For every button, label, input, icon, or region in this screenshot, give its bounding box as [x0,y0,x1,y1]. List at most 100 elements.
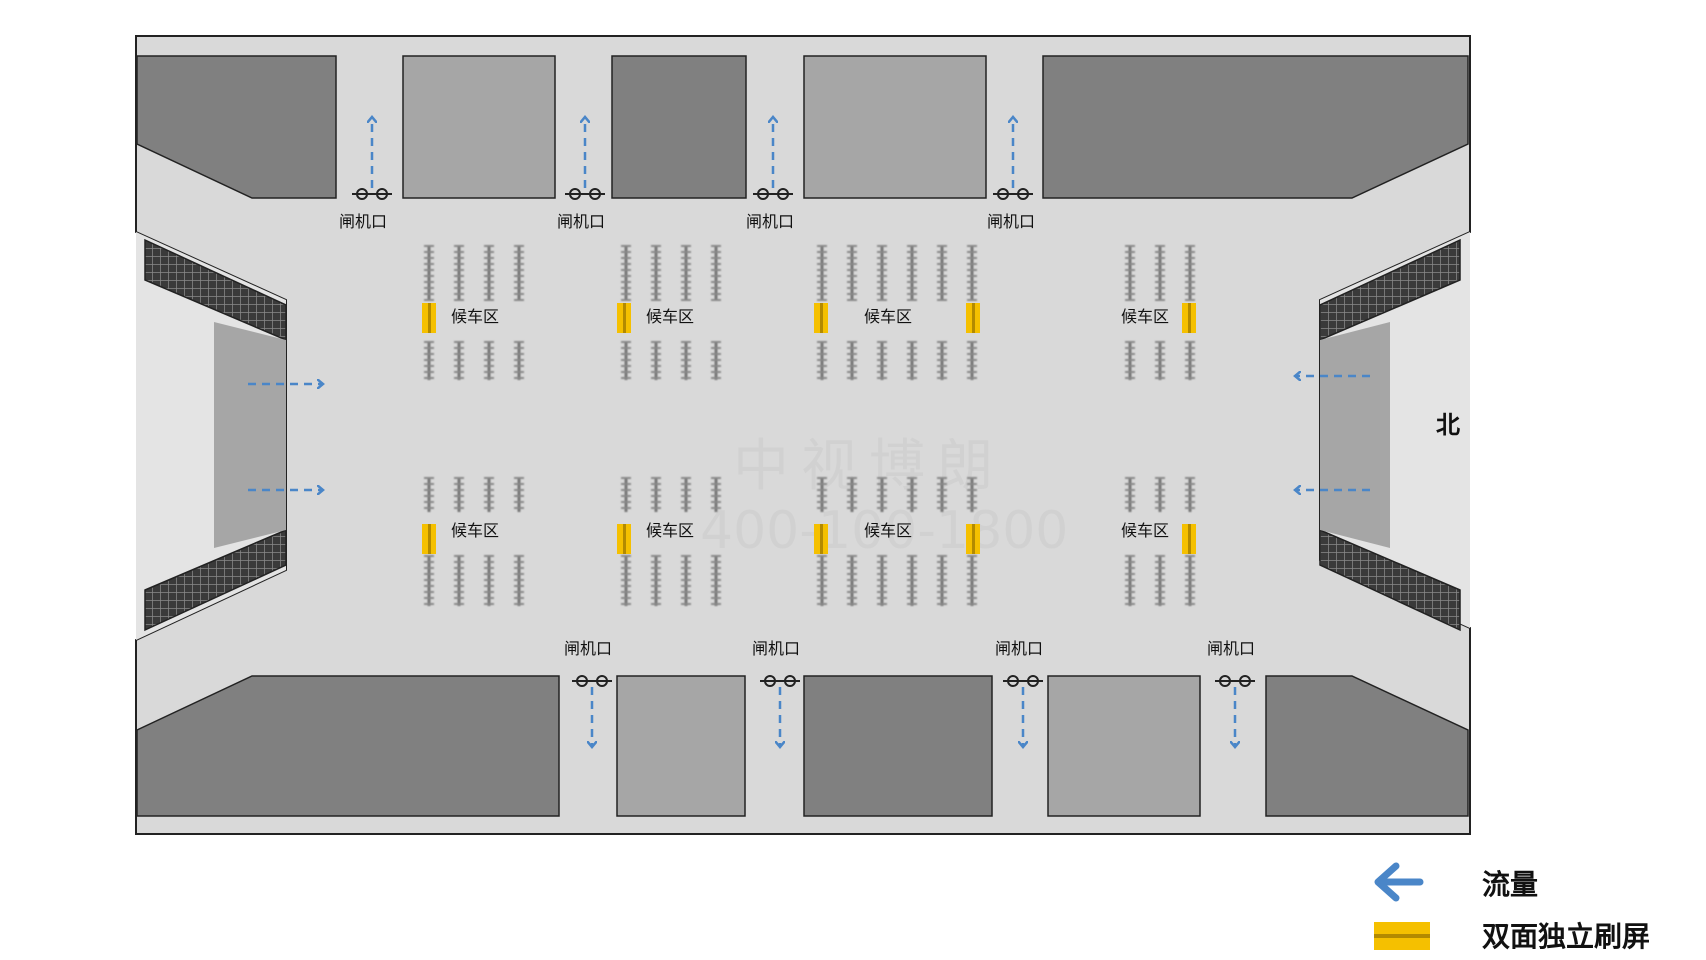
double-sided-screen [422,524,436,554]
gate-label: 闸机口 [752,639,800,658]
seat-row [651,477,661,512]
seat-row [907,341,917,380]
waiting-labels: 候车区 候车区 候车区 候车区 候车区 候车区 候车区 候车区 [451,307,1169,540]
double-sided-screen [422,303,436,333]
seat-row [967,245,977,301]
seat-row [1185,477,1195,512]
seat-row [817,341,827,380]
waiting-label: 候车区 [646,521,694,540]
seat-row [1185,555,1195,606]
seat-row [651,245,661,301]
gate-labels: 闸机口 闸机口 闸机口 闸机口 闸机口 闸机口 闸机口 闸机口 [339,212,1255,658]
double-sided-screen [966,303,980,333]
seat-row [907,245,917,301]
double-sided-screen [814,303,828,333]
seat-row [877,341,887,380]
gate-icon [572,675,612,687]
seat-row [621,245,631,301]
seat-row [681,555,691,606]
seat-row [937,341,947,380]
seat-row [907,555,917,606]
seat-row [817,477,827,512]
gate-icon [760,675,800,687]
seat-row [1125,555,1135,606]
seat-row [967,477,977,512]
seat-row [681,341,691,380]
seating-layer [424,245,1195,606]
gate-label: 闸机口 [564,639,612,658]
right-entrance [1319,232,1470,632]
seat-row [817,555,827,606]
seat-row [1155,555,1165,606]
seat-row [651,341,661,380]
double-sided-screen [1182,524,1196,554]
seat-row [484,341,494,380]
seat-row [877,477,887,512]
waiting-label: 候车区 [864,521,912,540]
seat-row [1125,477,1135,512]
seat-row [711,477,721,512]
seat-row [454,555,464,606]
gate-label: 闸机口 [987,212,1035,231]
seat-row [1155,245,1165,301]
seat-row [424,477,434,512]
flow-arrows-layer [248,118,1370,746]
double-sided-screen [966,524,980,554]
seat-row [937,555,947,606]
seat-row [621,341,631,380]
gate-label: 闸机口 [557,212,605,231]
waiting-label: 候车区 [451,307,499,326]
seat-row [514,341,524,380]
double-sided-screen [814,524,828,554]
seat-row [1185,341,1195,380]
double-sided-screen [617,524,631,554]
gate-icon [1003,675,1043,687]
watermark-phone: 400-100-1800 [700,501,1068,561]
seat-row [424,245,434,301]
gate-label: 闸机口 [1207,639,1255,658]
gate-label: 闸机口 [339,212,387,231]
top-blocks [136,55,1469,199]
double-sided-screen [1182,303,1196,333]
seat-row [514,555,524,606]
gate-label: 闸机口 [746,212,794,231]
seat-row [514,477,524,512]
seat-row [711,245,721,301]
seat-row [484,477,494,512]
seat-row [877,555,887,606]
seat-row [424,555,434,606]
seat-row [847,555,857,606]
seat-row [967,341,977,380]
legend: 流量 双面独立刷屏 [1374,862,1650,953]
seat-row [484,245,494,301]
left-entrance [136,232,287,640]
seat-row [877,245,887,301]
north-label: 北 [1436,411,1460,439]
gate-icon [1215,675,1255,687]
seat-row [454,477,464,512]
legend-screen-label: 双面独立刷屏 [1482,920,1650,953]
gate-icon [993,188,1033,200]
seat-row [847,341,857,380]
seat-row [1155,477,1165,512]
gate-label: 闸机口 [995,639,1043,658]
seat-row [621,555,631,606]
seat-row [681,245,691,301]
waiting-label: 候车区 [1121,307,1169,326]
seat-row [1185,245,1195,301]
bottom-blocks [136,675,1469,817]
seat-row [937,245,947,301]
seat-row [454,341,464,380]
seat-row [681,477,691,512]
waiting-label: 候车区 [646,307,694,326]
seat-row [424,341,434,380]
seat-row [907,477,917,512]
screens-layer [422,303,1196,554]
gate-icon [565,188,605,200]
waiting-label: 候车区 [864,307,912,326]
blue-arrow-left-icon [1374,862,1424,902]
seat-row [711,555,721,606]
gate-icon [352,188,392,200]
watermark-company: 中视博朗 [733,434,1005,499]
